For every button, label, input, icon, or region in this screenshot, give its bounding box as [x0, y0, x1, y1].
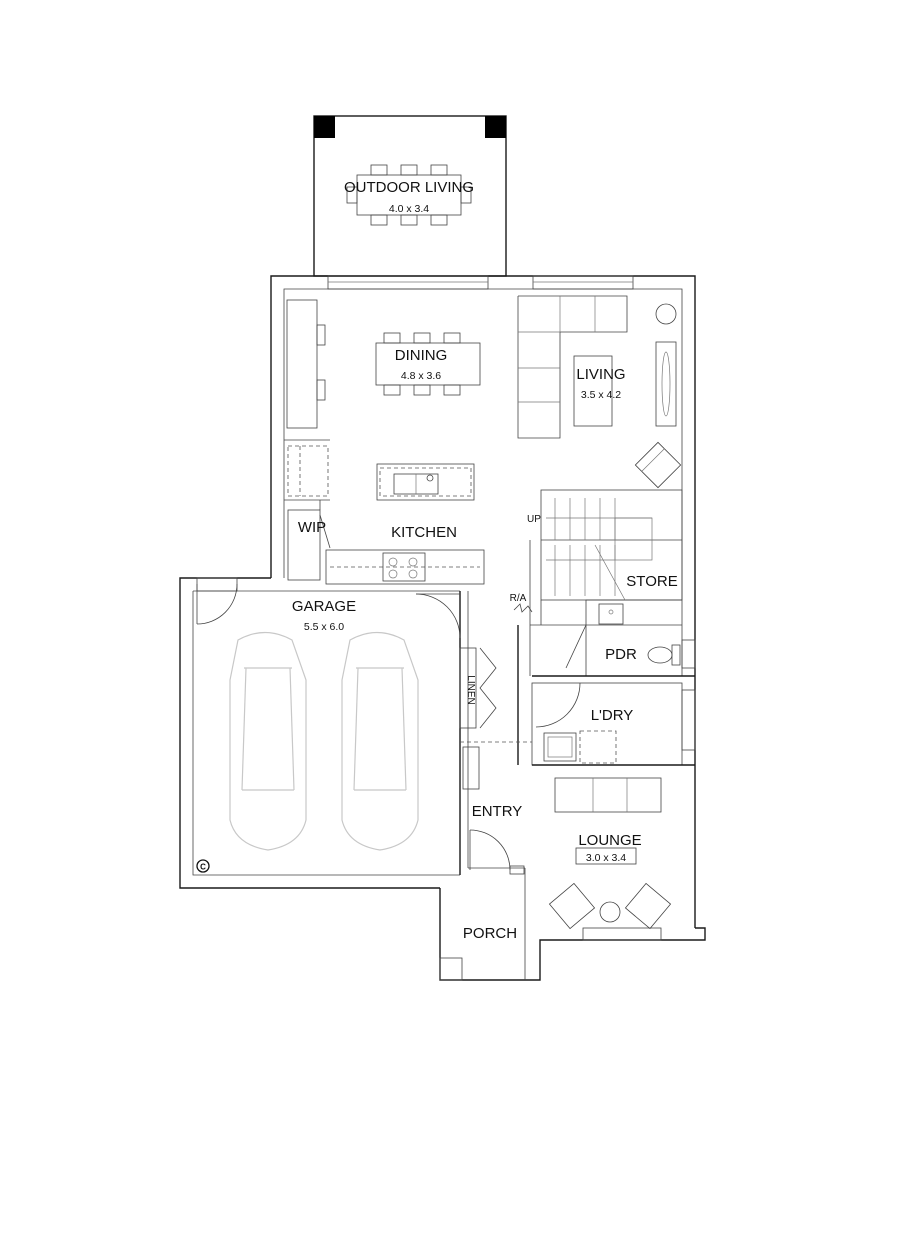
stair-up-label: UP	[527, 514, 541, 525]
living-sofa-icon	[517, 295, 682, 489]
lounge-furniture-icon	[548, 777, 672, 930]
outdoor-living-area	[313, 115, 507, 277]
outdoor-living-label: OUTDOOR LIVING	[344, 179, 474, 196]
wip-label: WIP	[298, 519, 326, 536]
entry-label: ENTRY	[472, 803, 523, 820]
garage-dims: 5.5 x 6.0	[304, 621, 344, 633]
garage-car-right-icon	[341, 631, 419, 851]
post-right	[485, 116, 506, 138]
wip-shelving-icon	[287, 445, 331, 581]
living-label: LIVING	[576, 366, 625, 383]
linen-label: LINEN	[465, 675, 476, 704]
linen-cupboard-icon	[459, 647, 532, 743]
porch-icon	[439, 957, 463, 981]
laundry-tub-icon	[535, 682, 617, 764]
return-air-symbol-icon	[513, 603, 533, 613]
pdr-label: PDR	[605, 646, 637, 663]
kitchen-bench-icon	[325, 549, 485, 585]
entry-door-icon	[462, 746, 525, 875]
dining-label: DINING	[395, 347, 448, 364]
house-walls	[179, 275, 706, 981]
kitchen-label: KITCHEN	[391, 524, 457, 541]
post-left	[314, 116, 335, 138]
living-dims: 3.5 x 4.2	[581, 389, 621, 401]
outdoor-table-icon	[346, 164, 472, 226]
lounge-dims: 3.0 x 3.4	[586, 852, 626, 864]
copyright-mark: C	[200, 863, 206, 872]
staircase-icon	[546, 498, 653, 601]
lounge-label: LOUNGE	[578, 832, 641, 849]
outdoor-living-dims: 4.0 x 3.4	[389, 203, 429, 215]
garage-doors-icon	[196, 583, 461, 639]
store-label: STORE	[626, 573, 677, 590]
kitchen-island-icon	[376, 463, 475, 501]
dining-table-icon	[375, 332, 481, 396]
garage-label: GARAGE	[292, 598, 356, 615]
copyright-icon: C	[196, 859, 210, 873]
laundry-label: L'DRY	[591, 707, 634, 724]
porch-label: PORCH	[463, 925, 517, 942]
garage-car-left-icon	[229, 631, 307, 851]
pdr-fixtures-icon	[565, 603, 681, 669]
dining-dims: 4.8 x 3.6	[401, 370, 441, 382]
sideboard-icon	[286, 299, 326, 429]
return-air-label: R/A	[510, 593, 527, 604]
